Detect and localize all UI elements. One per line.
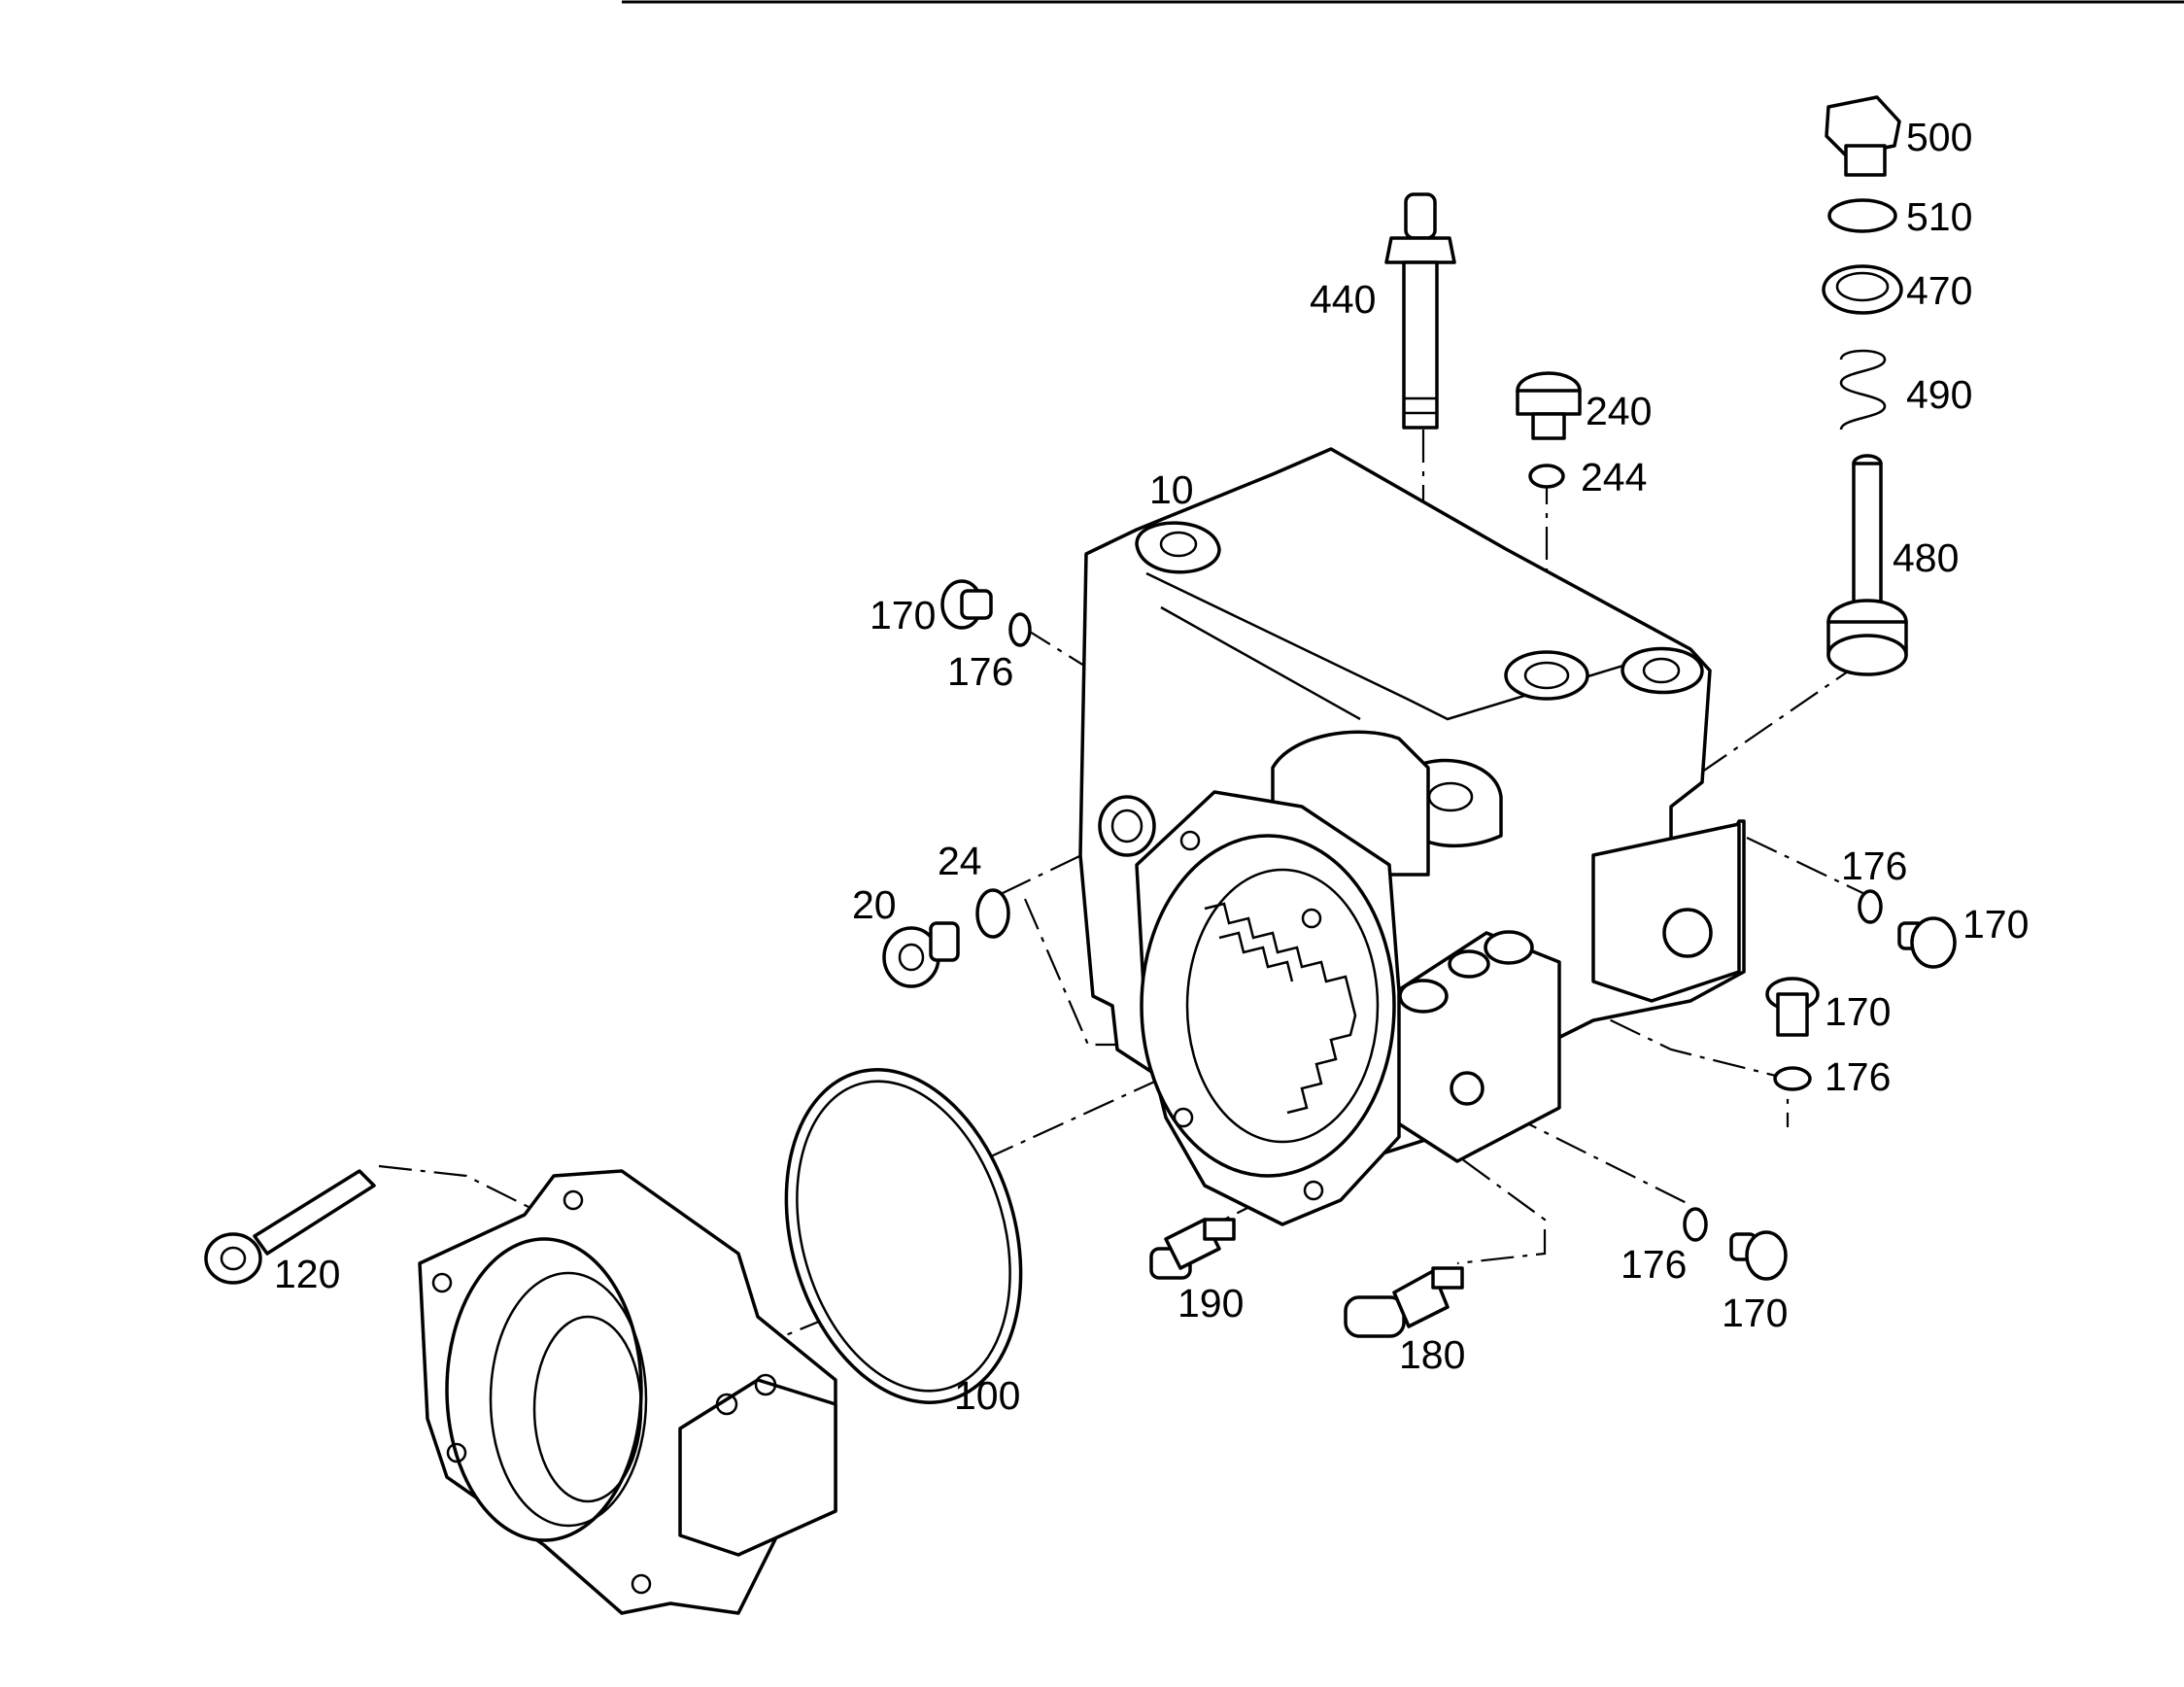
part-176-seal-a bbox=[1008, 612, 1032, 647]
callout-170a: 170 bbox=[870, 593, 936, 637]
callout-24: 24 bbox=[938, 839, 982, 883]
part-440-sensor bbox=[1384, 192, 1456, 430]
callout-10: 10 bbox=[1149, 467, 1194, 512]
part-170-plug-d bbox=[1729, 1230, 1788, 1281]
part-20-plug bbox=[882, 921, 960, 988]
callout-176b: 176 bbox=[1841, 844, 1907, 888]
callout-440: 440 bbox=[1310, 277, 1376, 322]
callout-510: 510 bbox=[1906, 194, 1972, 239]
part-24-seal bbox=[975, 888, 1010, 939]
part-120-bolt bbox=[204, 1169, 376, 1285]
callout-100: 100 bbox=[954, 1373, 1020, 1418]
part-100-oring bbox=[784, 1068, 1023, 1404]
part-180-sensor bbox=[1344, 1266, 1464, 1338]
part-176-seal-c bbox=[1773, 1066, 1812, 1091]
callout-240: 240 bbox=[1586, 389, 1652, 433]
part-240-plug bbox=[1516, 371, 1582, 440]
part-170-plug-c bbox=[1765, 977, 1820, 1037]
part-170-plug-b bbox=[1897, 916, 1957, 969]
callout-176d: 176 bbox=[1621, 1242, 1687, 1287]
callout-20: 20 bbox=[852, 882, 897, 927]
part-190-sensor bbox=[1149, 1218, 1236, 1280]
callout-500: 500 bbox=[1906, 115, 1972, 159]
callout-480: 480 bbox=[1893, 535, 1959, 580]
callout-170c: 170 bbox=[1825, 989, 1891, 1034]
callout-120: 120 bbox=[274, 1252, 340, 1296]
callout-180: 180 bbox=[1399, 1332, 1465, 1377]
callout-170b: 170 bbox=[1962, 902, 2029, 947]
callout-490: 490 bbox=[1906, 372, 1972, 417]
callout-244: 244 bbox=[1581, 455, 1647, 499]
part-490-spring bbox=[1839, 349, 1887, 430]
callout-190: 190 bbox=[1177, 1281, 1244, 1326]
callout-170d: 170 bbox=[1722, 1291, 1788, 1335]
callout-labels: 10 20 24 100 120 170 176 176 170 170 176… bbox=[274, 115, 2029, 1418]
part-176-seal-d bbox=[1683, 1207, 1708, 1242]
part-500-plug bbox=[1825, 95, 1901, 177]
part-10-housing bbox=[1078, 447, 1746, 1226]
part-480-piston bbox=[1826, 454, 1908, 676]
callout-176c: 176 bbox=[1825, 1054, 1891, 1099]
part-510-seal bbox=[1827, 198, 1897, 233]
part-244-seal bbox=[1528, 464, 1565, 489]
part-176-seal-b bbox=[1858, 889, 1883, 924]
part-470-ring bbox=[1822, 264, 1903, 315]
callout-470: 470 bbox=[1906, 268, 1972, 313]
part-170-plug-a bbox=[940, 579, 993, 630]
part-cover bbox=[418, 1169, 837, 1615]
callout-176a: 176 bbox=[947, 649, 1013, 694]
